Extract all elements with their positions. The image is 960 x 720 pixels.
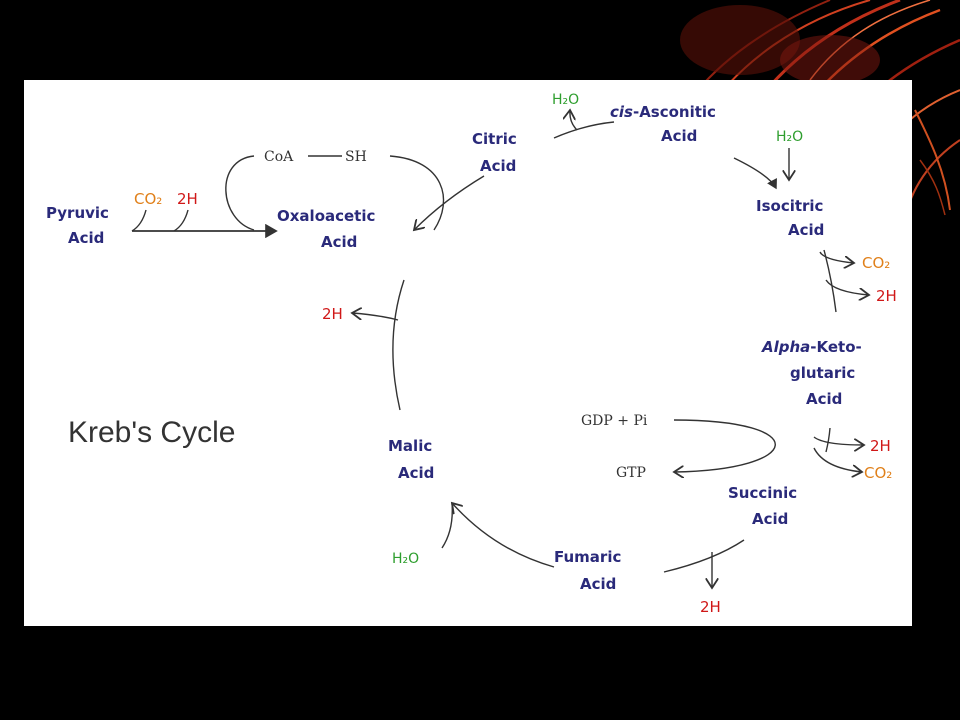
compound-malic-line2: Acid	[398, 464, 434, 482]
compound-alpha-keto-line2: glutaric	[790, 364, 855, 382]
compound-fumaric-line2: Acid	[580, 575, 616, 593]
alpha-branches	[813, 436, 864, 472]
malic-h2o: H₂O	[392, 551, 419, 567]
isocitric-branches	[819, 251, 869, 295]
compound-oxaloacetic-line2: Acid	[321, 233, 357, 251]
oxaloacetic-2h: 2H	[322, 305, 343, 323]
cycle-arcs	[392, 121, 837, 573]
compound-pyruvic-line2: Acid	[68, 229, 104, 247]
compound-malic-line1: Malic	[388, 437, 432, 455]
compound-citric-line1: Citric	[472, 130, 517, 148]
flame-swirl-icon	[680, 0, 960, 221]
compound-isocitric-line1: Isocitric	[756, 197, 823, 215]
compound-alpha-keto-line3: Acid	[806, 390, 842, 408]
cofactor-gdp-pi: GDP + Pi	[581, 413, 648, 429]
compound-oxaloacetic-line1: Oxaloacetic	[277, 207, 375, 225]
pyruvic-2h: 2H	[177, 190, 198, 208]
alpha-keto-2h: 2H	[870, 437, 891, 455]
isocitric-h2o: H₂O	[776, 129, 803, 145]
compound-pyruvic-line1: Pyruvic	[46, 204, 109, 222]
compound-cis-asconitic-line1: cis-Asconitic	[610, 103, 716, 121]
coa-loop	[225, 155, 445, 231]
krebs-cycle-diagram: Kreb's Cycle Pyruvic Acid Oxaloacetic Ac…	[46, 92, 897, 616]
cofactor-gtp: GTP	[616, 465, 646, 481]
compound-fumaric-line1: Fumaric	[554, 548, 621, 566]
compound-isocitric-line2: Acid	[788, 221, 824, 239]
compound-citric-line2: Acid	[480, 157, 516, 175]
compound-succinic-line2: Acid	[752, 510, 788, 528]
malic-h2o-arrow	[441, 502, 453, 549]
cofactor-sh: SH	[345, 149, 367, 165]
compound-cis-asconitic-line2: Acid	[661, 127, 697, 145]
compound-succinic-line1: Succinic	[728, 484, 797, 502]
h2o-out-arrow	[570, 110, 578, 131]
diagram-panel: Kreb's Cycle Pyruvic Acid Oxaloacetic Ac…	[24, 80, 912, 626]
alpha-keto-co2: CO₂	[864, 464, 892, 482]
isocitric-2h: 2H	[876, 287, 897, 305]
cofactor-coa: CoA	[264, 149, 294, 165]
diagram-title: Kreb's Cycle	[68, 416, 235, 449]
citric-h2o: H₂O	[552, 92, 579, 108]
pyruvic-co2: CO₂	[134, 190, 162, 208]
gtp-arrow	[674, 419, 776, 472]
isocitric-co2: CO₂	[862, 254, 890, 272]
malic-2h-arrow	[352, 313, 399, 321]
fumaric-2h: 2H	[700, 598, 721, 616]
pyruvate-arrow	[131, 209, 278, 239]
compound-alpha-keto-line1: Alpha-Keto-	[761, 338, 862, 356]
